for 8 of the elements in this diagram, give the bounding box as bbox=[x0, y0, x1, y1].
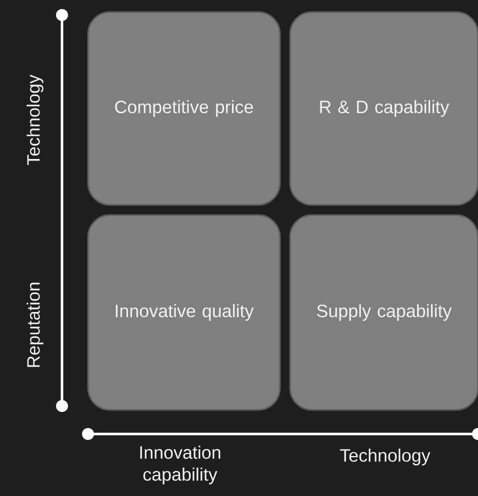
axis-label: Innovation capability bbox=[140, 446, 220, 484]
axis-label: Reputation bbox=[26, 282, 44, 367]
quadrant-box: Supply capability bbox=[289, 214, 478, 411]
quadrant-box: Competitive price bbox=[87, 11, 281, 206]
quadrant-box: Innovative quality bbox=[87, 214, 281, 411]
axis-label: Technology bbox=[26, 74, 44, 165]
quadrant-box: R & D capability bbox=[289, 11, 478, 206]
axis-label: Technology bbox=[340, 448, 430, 466]
